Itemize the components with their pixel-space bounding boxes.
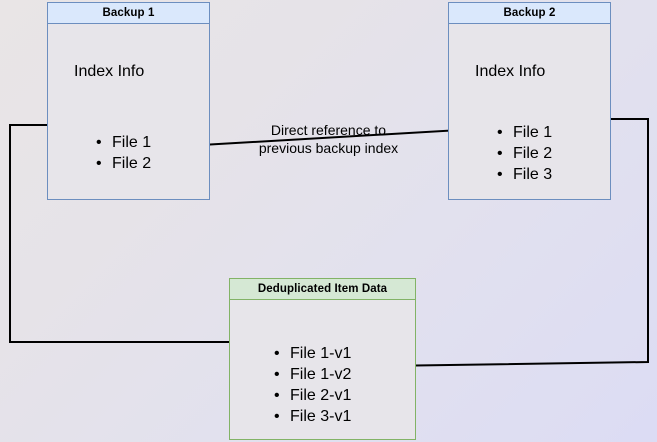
edge-label-line-2: previous backup index <box>258 140 399 156</box>
backup-1-file-list: File 1 File 2 <box>96 132 151 174</box>
backup-1-index-info-label: Index Info <box>74 63 145 80</box>
node-backup-1[interactable]: Backup 1 Index Info File 1 File 2 <box>47 2 210 200</box>
edge-label-direct-reference: Direct reference to previous backup inde… <box>251 121 406 157</box>
list-item: File 1-v1 <box>274 343 351 364</box>
node-dedup-header: Deduplicated Item Data <box>230 279 415 300</box>
list-item: File 2-v1 <box>274 385 351 406</box>
list-item: File 1-v2 <box>274 364 351 385</box>
node-backup-1-body: Index Info File 1 File 2 <box>48 24 209 199</box>
list-item: File 1 <box>96 132 151 153</box>
list-item: File 2 <box>96 153 151 174</box>
list-item: File 3-v1 <box>274 406 351 427</box>
node-backup-1-header: Backup 1 <box>48 3 209 24</box>
backup-2-file-list: File 1 File 2 File 3 <box>497 122 552 185</box>
backup-2-index-info-label: Index Info <box>475 63 546 80</box>
node-deduplicated-item-data[interactable]: Deduplicated Item Data File 1-v1 File 1-… <box>229 278 416 440</box>
list-item: File 1 <box>497 122 552 143</box>
node-backup-2-body: Index Info File 1 File 2 File 3 <box>449 24 610 199</box>
node-dedup-body: File 1-v1 File 1-v2 File 2-v1 File 3-v1 <box>230 300 415 439</box>
node-backup-2[interactable]: Backup 2 Index Info File 1 File 2 File 3 <box>448 2 611 200</box>
list-item: File 3 <box>497 164 552 185</box>
node-backup-2-header: Backup 2 <box>449 3 610 24</box>
dedup-file-list: File 1-v1 File 1-v2 File 2-v1 File 3-v1 <box>274 343 351 427</box>
list-item: File 2 <box>497 143 552 164</box>
edge-label-line-1: Direct reference to <box>270 122 387 138</box>
